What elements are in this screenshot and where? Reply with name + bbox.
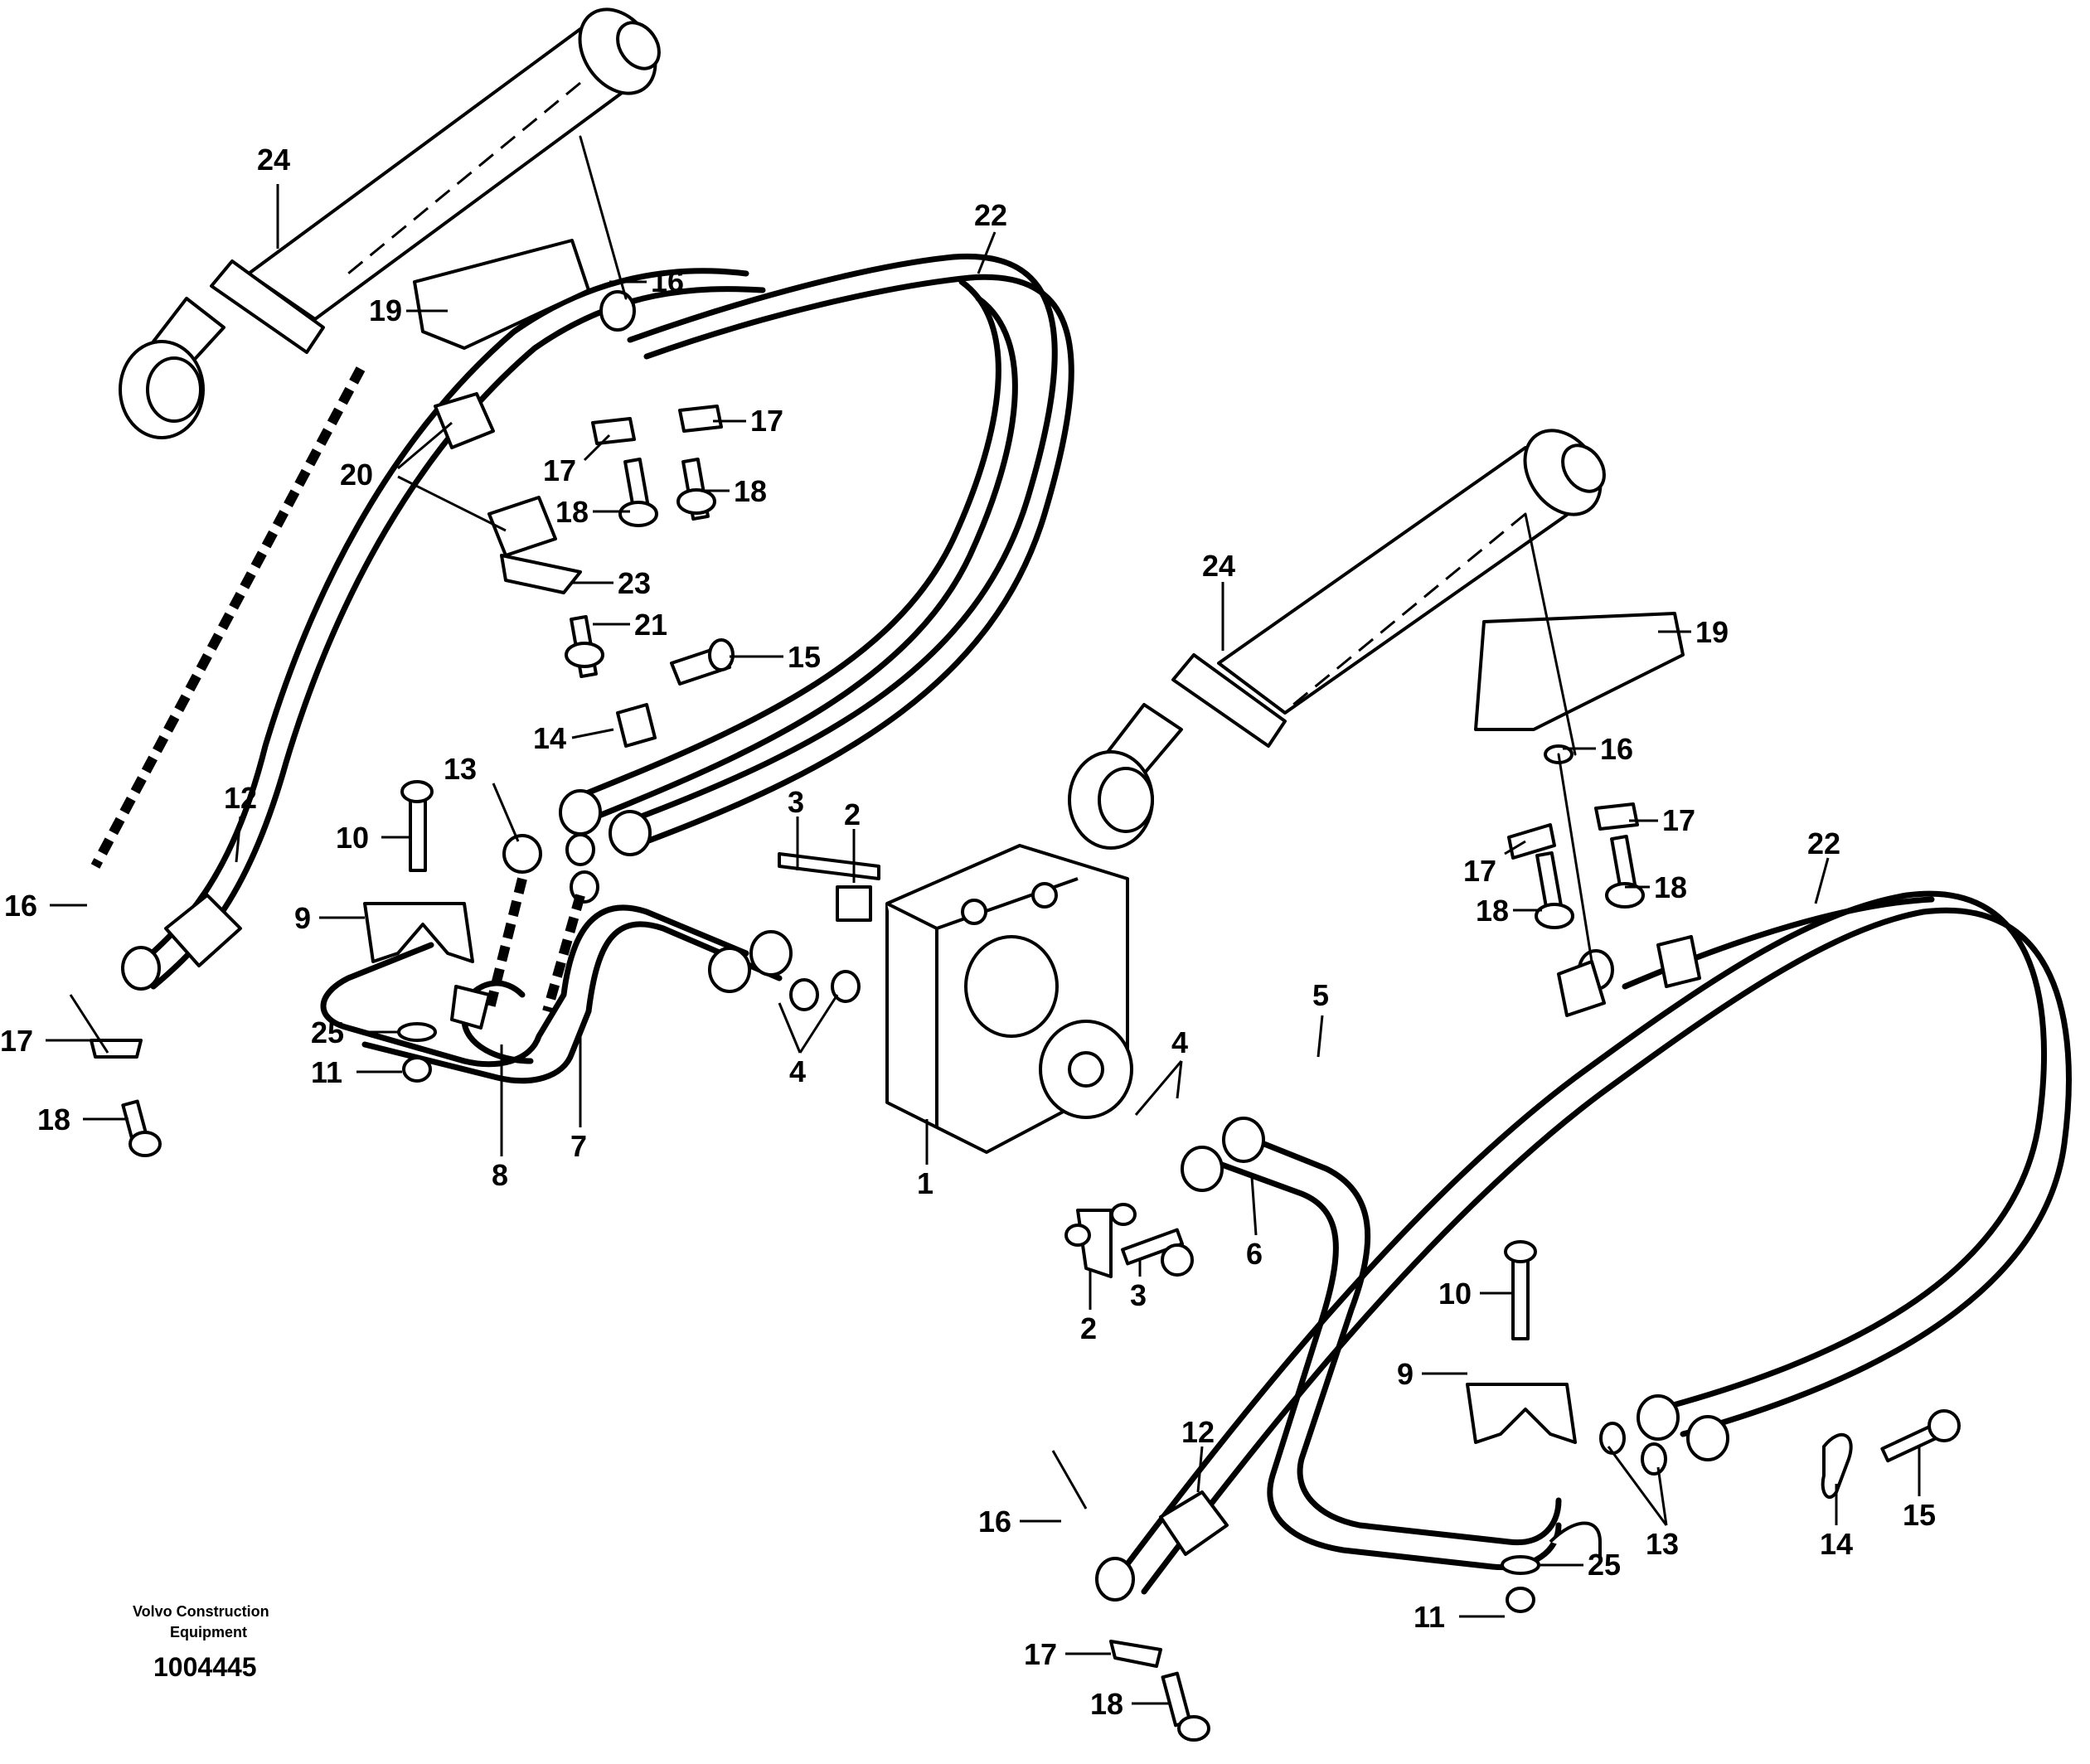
- callout-17-left: 17: [0, 1024, 33, 1058]
- company-name-line1: Volvo Construction: [133, 1603, 269, 1620]
- callout-20: 20: [340, 458, 373, 492]
- hydraulic-cylinder-right: [1068, 429, 1606, 850]
- clamp-hardware-right: [1064, 612, 1961, 1742]
- footer: Volvo Construction Equipment 1004445: [133, 1603, 269, 1682]
- callout-18-top-right: 18: [734, 474, 767, 508]
- hose-group-left: [121, 253, 1074, 991]
- callout-8: 8: [492, 1158, 508, 1192]
- callouts: 24 22 16 19 17 17 18 18 20 23 21 15 1: [0, 143, 1936, 1721]
- callout-17-top-right: 17: [750, 404, 783, 438]
- callout-9-left: 9: [294, 901, 311, 935]
- callout-5: 5: [1312, 978, 1329, 1012]
- clamp-hardware-left: [90, 239, 880, 1157]
- pipe-group-left: [320, 904, 783, 1084]
- callout-17-bottom: 17: [1024, 1637, 1057, 1671]
- callout-24-left: 24: [257, 143, 290, 177]
- dashed-connections: [90, 135, 1593, 1013]
- callout-15-right: 15: [1903, 1498, 1936, 1532]
- callout-18-bottom: 18: [1090, 1687, 1123, 1721]
- callout-17-right-top: 17: [1662, 803, 1695, 837]
- callout-11-right: 11: [1414, 1600, 1445, 1634]
- callout-14-right: 14: [1820, 1527, 1853, 1561]
- callout-12-right: 12: [1181, 1415, 1215, 1449]
- callout-19-left: 19: [369, 293, 402, 327]
- callout-4-right: 4: [1171, 1025, 1188, 1059]
- callout-23: 23: [618, 566, 651, 600]
- callout-19-right: 19: [1695, 615, 1729, 649]
- callout-18-right-right: 18: [1654, 870, 1687, 904]
- callout-12-left: 12: [224, 781, 257, 815]
- callout-18-top-left: 18: [555, 495, 589, 529]
- callout-10-left: 10: [336, 821, 369, 855]
- document-number: 1004445: [153, 1652, 257, 1682]
- pipe-group-right: [1181, 1117, 1562, 1571]
- callout-16-right: 16: [1600, 732, 1633, 766]
- callout-15-left: 15: [788, 640, 821, 674]
- callout-17-right-left: 17: [1463, 854, 1496, 888]
- control-valve: [885, 844, 1133, 1154]
- callout-4-left: 4: [789, 1054, 806, 1088]
- callout-14-left: 14: [533, 721, 566, 755]
- hydraulic-cylinder-left: [119, 7, 661, 439]
- callout-6: 6: [1246, 1237, 1263, 1271]
- callout-13-left: 13: [444, 752, 477, 786]
- callout-18-right-left: 18: [1476, 894, 1509, 928]
- callout-2-top: 2: [844, 797, 861, 831]
- callout-11-left: 11: [311, 1055, 342, 1089]
- callout-3-bottom: 3: [1130, 1278, 1147, 1312]
- callout-16-left: 16: [4, 889, 37, 923]
- company-name-line2: Equipment: [170, 1624, 247, 1640]
- callout-13-right: 13: [1646, 1527, 1679, 1561]
- callout-7: 7: [570, 1129, 587, 1163]
- callout-2-bottom: 2: [1080, 1311, 1097, 1345]
- callout-3-top: 3: [788, 785, 804, 819]
- callout-16-top: 16: [651, 264, 684, 298]
- callout-9-right: 9: [1397, 1357, 1414, 1391]
- callout-22-right: 22: [1807, 826, 1840, 860]
- callout-22-left: 22: [974, 198, 1007, 232]
- callout-21: 21: [634, 608, 667, 642]
- callout-25-right: 25: [1588, 1548, 1621, 1582]
- callout-16-bottom: 16: [978, 1505, 1011, 1539]
- callout-1: 1: [917, 1166, 933, 1200]
- callout-10-right: 10: [1438, 1277, 1472, 1311]
- callout-17-top-left: 17: [543, 453, 576, 487]
- callout-18-left: 18: [37, 1102, 70, 1136]
- callout-24-right: 24: [1202, 549, 1235, 583]
- callout-25-left: 25: [311, 1015, 344, 1049]
